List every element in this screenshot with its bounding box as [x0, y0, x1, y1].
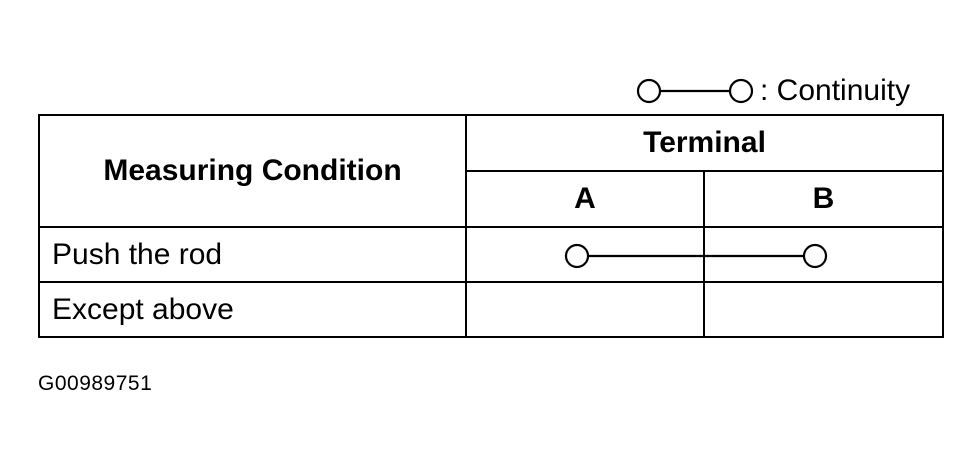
- legend-label: : Continuity: [760, 74, 911, 107]
- row2-terminal-a-cell: [465, 281, 705, 338]
- continuity-symbol-icon: [636, 78, 754, 104]
- row1-terminal-a-cell: [465, 226, 828, 283]
- condition-push-rod: Push the rod: [38, 226, 467, 283]
- continuity-table: Measuring Condition Terminal A B Push th…: [38, 114, 944, 338]
- terminal-header: Terminal: [465, 114, 944, 172]
- terminal-a-header: A: [465, 170, 705, 228]
- row1-terminal-b-cell: [703, 226, 944, 283]
- figure-code: G00989751: [38, 372, 153, 395]
- legend: : Continuity: [636, 74, 910, 108]
- row2-terminal-b-cell: [703, 281, 944, 338]
- condition-except-above: Except above: [38, 281, 467, 338]
- measuring-condition-header: Measuring Condition: [38, 114, 467, 228]
- terminal-b-header: B: [703, 170, 944, 228]
